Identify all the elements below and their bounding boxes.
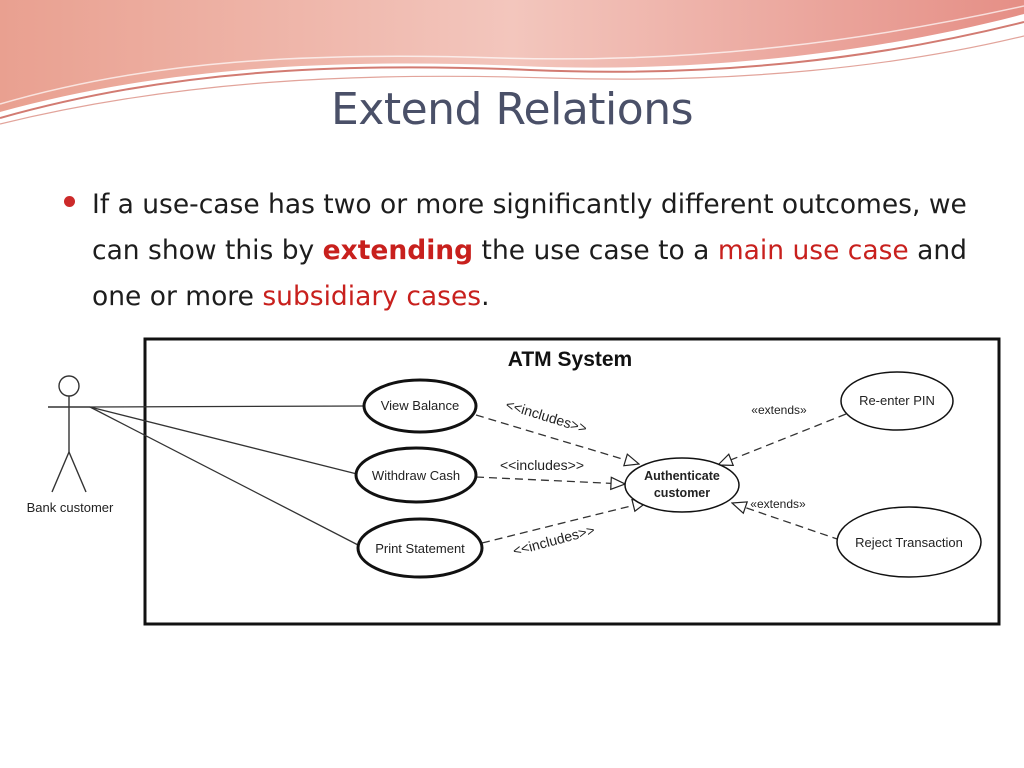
- use-case-print-statement: Print Statement: [358, 519, 482, 577]
- extends-label: «extends»: [751, 403, 807, 417]
- use-case-reject-transaction: Reject Transaction: [837, 507, 981, 577]
- includes-label: <<includes>>: [504, 396, 589, 436]
- use-case-label: Print Statement: [375, 541, 465, 556]
- use-case-reenter-pin: Re-enter PIN: [841, 372, 953, 430]
- bullet-list: If a use-case has two or more significan…: [56, 182, 976, 320]
- bullet-item: If a use-case has two or more significan…: [92, 182, 976, 320]
- highlight-subsidiary-cases: subsidiary cases: [262, 281, 481, 312]
- bullet-text-part: the use case to a: [473, 235, 718, 266]
- bullet-text-part: .: [481, 281, 489, 312]
- use-case-label: Authenticate: [644, 469, 720, 483]
- actor-stick-figure-icon: [48, 376, 90, 492]
- bullet-dot-icon: [64, 196, 75, 207]
- actor-label: Bank customer: [27, 500, 114, 515]
- slide-title: Extend Relations: [0, 86, 1024, 134]
- use-case-diagram: ATM System Bank customer <<includes>> <<…: [20, 336, 1004, 630]
- use-case-label: View Balance: [381, 398, 460, 413]
- use-case-label: customer: [654, 486, 710, 500]
- use-case-label: Re-enter PIN: [859, 393, 935, 408]
- system-title: ATM System: [508, 348, 632, 371]
- use-case-view-balance: View Balance: [364, 380, 476, 432]
- highlight-main-use-case: main use case: [718, 235, 909, 266]
- associations: [90, 406, 365, 546]
- use-case-label: Withdraw Cash: [372, 468, 460, 483]
- includes-label: <<includes>>: [500, 457, 584, 473]
- highlight-extending: extending: [323, 235, 473, 266]
- includes-label: <<includes>>: [511, 522, 596, 559]
- use-case-label: Reject Transaction: [855, 535, 963, 550]
- use-case-authenticate-customer: Authenticate customer: [625, 458, 739, 512]
- extends-label: «extends»: [750, 497, 806, 511]
- use-case-withdraw-cash: Withdraw Cash: [356, 448, 476, 502]
